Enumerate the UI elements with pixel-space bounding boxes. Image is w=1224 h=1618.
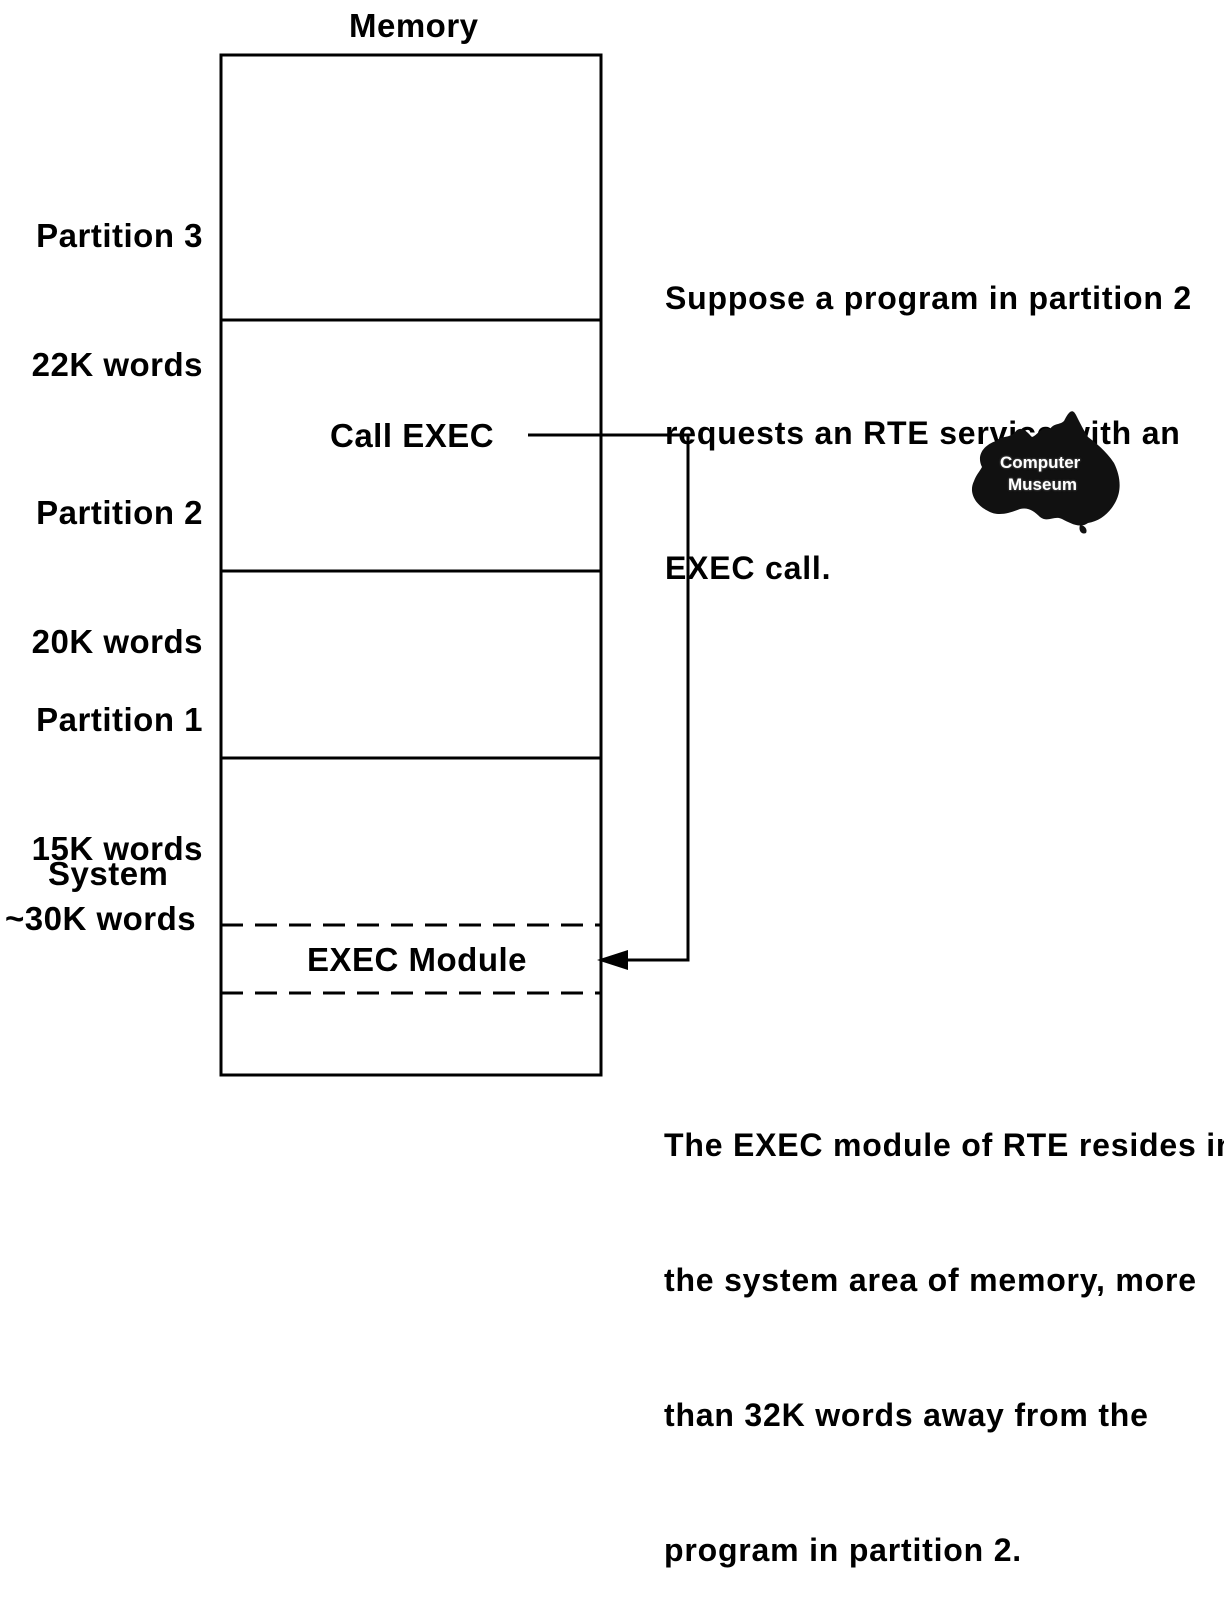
partition-1-label: Partition 1 15K words [0, 612, 203, 913]
partition-3-label: Partition 3 22K words [0, 128, 203, 429]
note-bottom-line-2: the system area of memory, more [664, 1262, 1197, 1298]
note-top: Suppose a program in partition 2 request… [665, 186, 1192, 636]
memory-block [219, 53, 603, 1077]
logo-line-2: Museum [1008, 475, 1077, 494]
partition-3-name: Partition 3 [36, 217, 203, 254]
memory-title: Memory [349, 7, 479, 44]
system-size: ~30K words [5, 900, 197, 937]
logo-line-1: Computer [1000, 453, 1081, 472]
partition-2-name: Partition 2 [36, 494, 203, 531]
call-arrow-line [528, 433, 690, 962]
computer-museum-logo: Computer Museum [962, 405, 1128, 535]
note-bottom: The EXEC module of RTE resides in the sy… [664, 1033, 1224, 1618]
note-top-line-3: EXEC call. [665, 550, 832, 586]
note-top-line-1: Suppose a program in partition 2 [665, 280, 1192, 316]
call-arrow-head [597, 950, 628, 970]
note-bottom-line-4: program in partition 2. [664, 1532, 1022, 1568]
partition-2-label: Partition 2 20K words [0, 405, 203, 706]
partition-2-size: 20K words [31, 623, 203, 660]
australia-map-icon [971, 411, 1120, 534]
exec-module-label: EXEC Module [307, 941, 528, 978]
note-bottom-line-3: than 32K words away from the [664, 1397, 1149, 1433]
partition-1-name: Partition 1 [36, 701, 203, 738]
memory-diagram [219, 53, 690, 1077]
note-bottom-line-1: The EXEC module of RTE resides in [664, 1127, 1224, 1163]
system-name: System [48, 855, 169, 892]
partition-1-size: 15K words [31, 830, 203, 867]
partition-3-size: 22K words [31, 346, 203, 383]
call-exec-label: Call EXEC [330, 417, 495, 454]
